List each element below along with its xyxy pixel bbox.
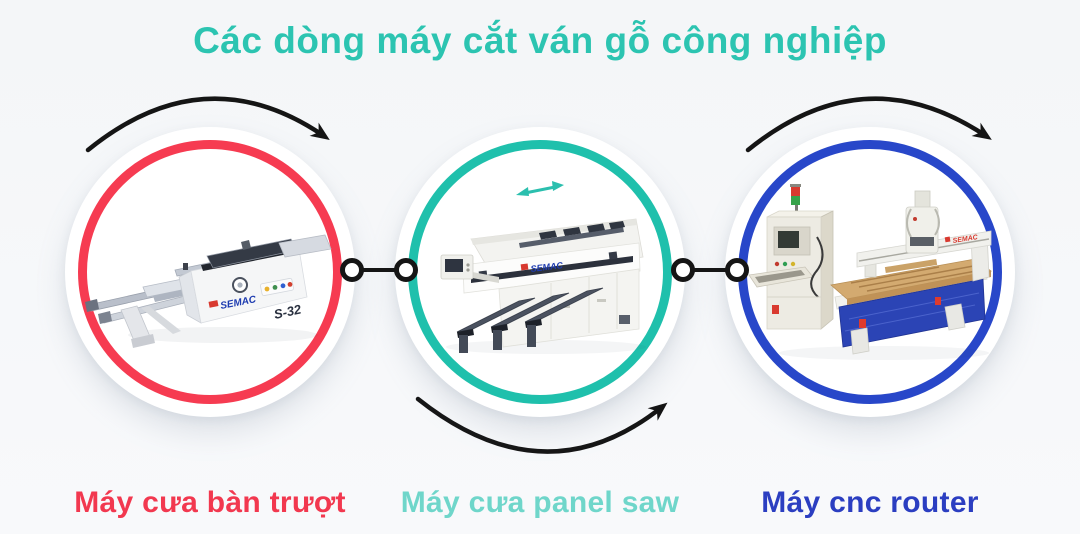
caption-panel-saw: Máy cưa panel saw [400,486,680,519]
machine-circle-panel-saw: SEMAC [395,127,685,417]
brand-label: SEMAC [530,260,564,274]
panel-saw-monitor [440,254,499,283]
cnc-bed [830,258,992,355]
connector-dot [671,258,695,282]
cnc-gantry: SEMAC [856,190,992,282]
machine-circle-sliding-table-saw: SEMAC S-32 [65,127,355,417]
panel-saw-arms [456,287,604,353]
cnc-control-cabinet [748,210,834,330]
caption-sliding-table-saw: Máy cưa bàn trượt [74,486,346,519]
saw-body [178,234,332,324]
connector-dot [394,258,418,282]
machine-circle-cnc-router: SEMAC [725,127,1015,417]
brand-label: SEMAC [952,234,979,245]
page-title: Các dòng máy cắt ván gỗ công nghiệp [193,20,887,61]
connector-dot [725,258,749,282]
connector-line [683,268,737,272]
sliding-table-saw-illustration: SEMAC S-32 [85,234,332,348]
panel-saw-illustration: SEMAC [440,181,646,354]
model-label: S-32 [273,301,304,322]
signal-light-icon [790,184,801,217]
red-ring [78,140,342,404]
panel-saw-beam: SEMAC [462,242,641,294]
cnc-router-illustration: SEMAC [748,184,992,360]
resize-arrow-icon [516,181,564,196]
connector-line [352,268,406,272]
caption-cnc-router: Máy cnc router [761,486,979,519]
connector-dot [340,258,364,282]
